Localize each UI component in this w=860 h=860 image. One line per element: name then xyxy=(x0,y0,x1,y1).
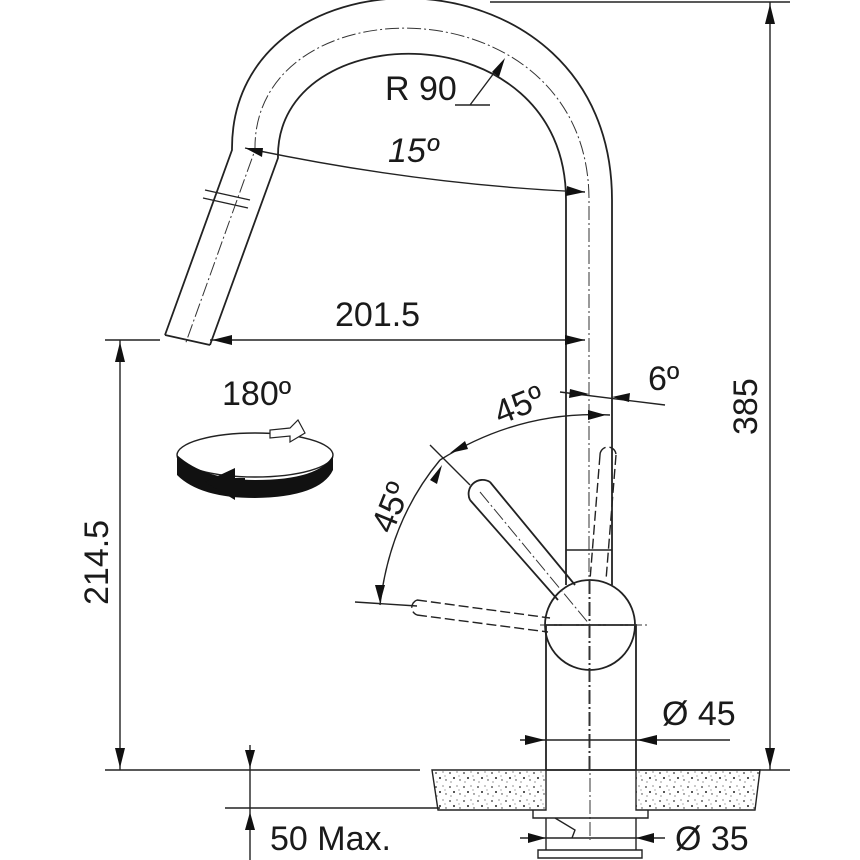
tilt-angle-label: 6º xyxy=(648,360,679,398)
swivel-rotation-icon xyxy=(176,419,334,500)
hole-diameter-label: Ø 35 xyxy=(675,820,749,858)
spout-height-label: 214.5 xyxy=(78,520,116,605)
dimension-lines xyxy=(105,1,790,860)
spout-angle-label: 15º xyxy=(388,132,440,170)
lever-angle-top-label: 45º xyxy=(489,378,550,432)
swivel-label: 180º xyxy=(222,375,291,413)
spout xyxy=(164,0,613,770)
reach-label: 201.5 xyxy=(335,296,420,334)
lever-handle xyxy=(411,446,617,633)
max-thickness-label: 50 Max. xyxy=(270,820,391,858)
faucet-body xyxy=(540,579,650,840)
total-height-label: 385 xyxy=(727,378,765,435)
lever-angle-side-label: 45º xyxy=(364,477,418,538)
radius-label: R 90 xyxy=(385,70,457,108)
body-diameter-label: Ø 45 xyxy=(662,695,736,733)
